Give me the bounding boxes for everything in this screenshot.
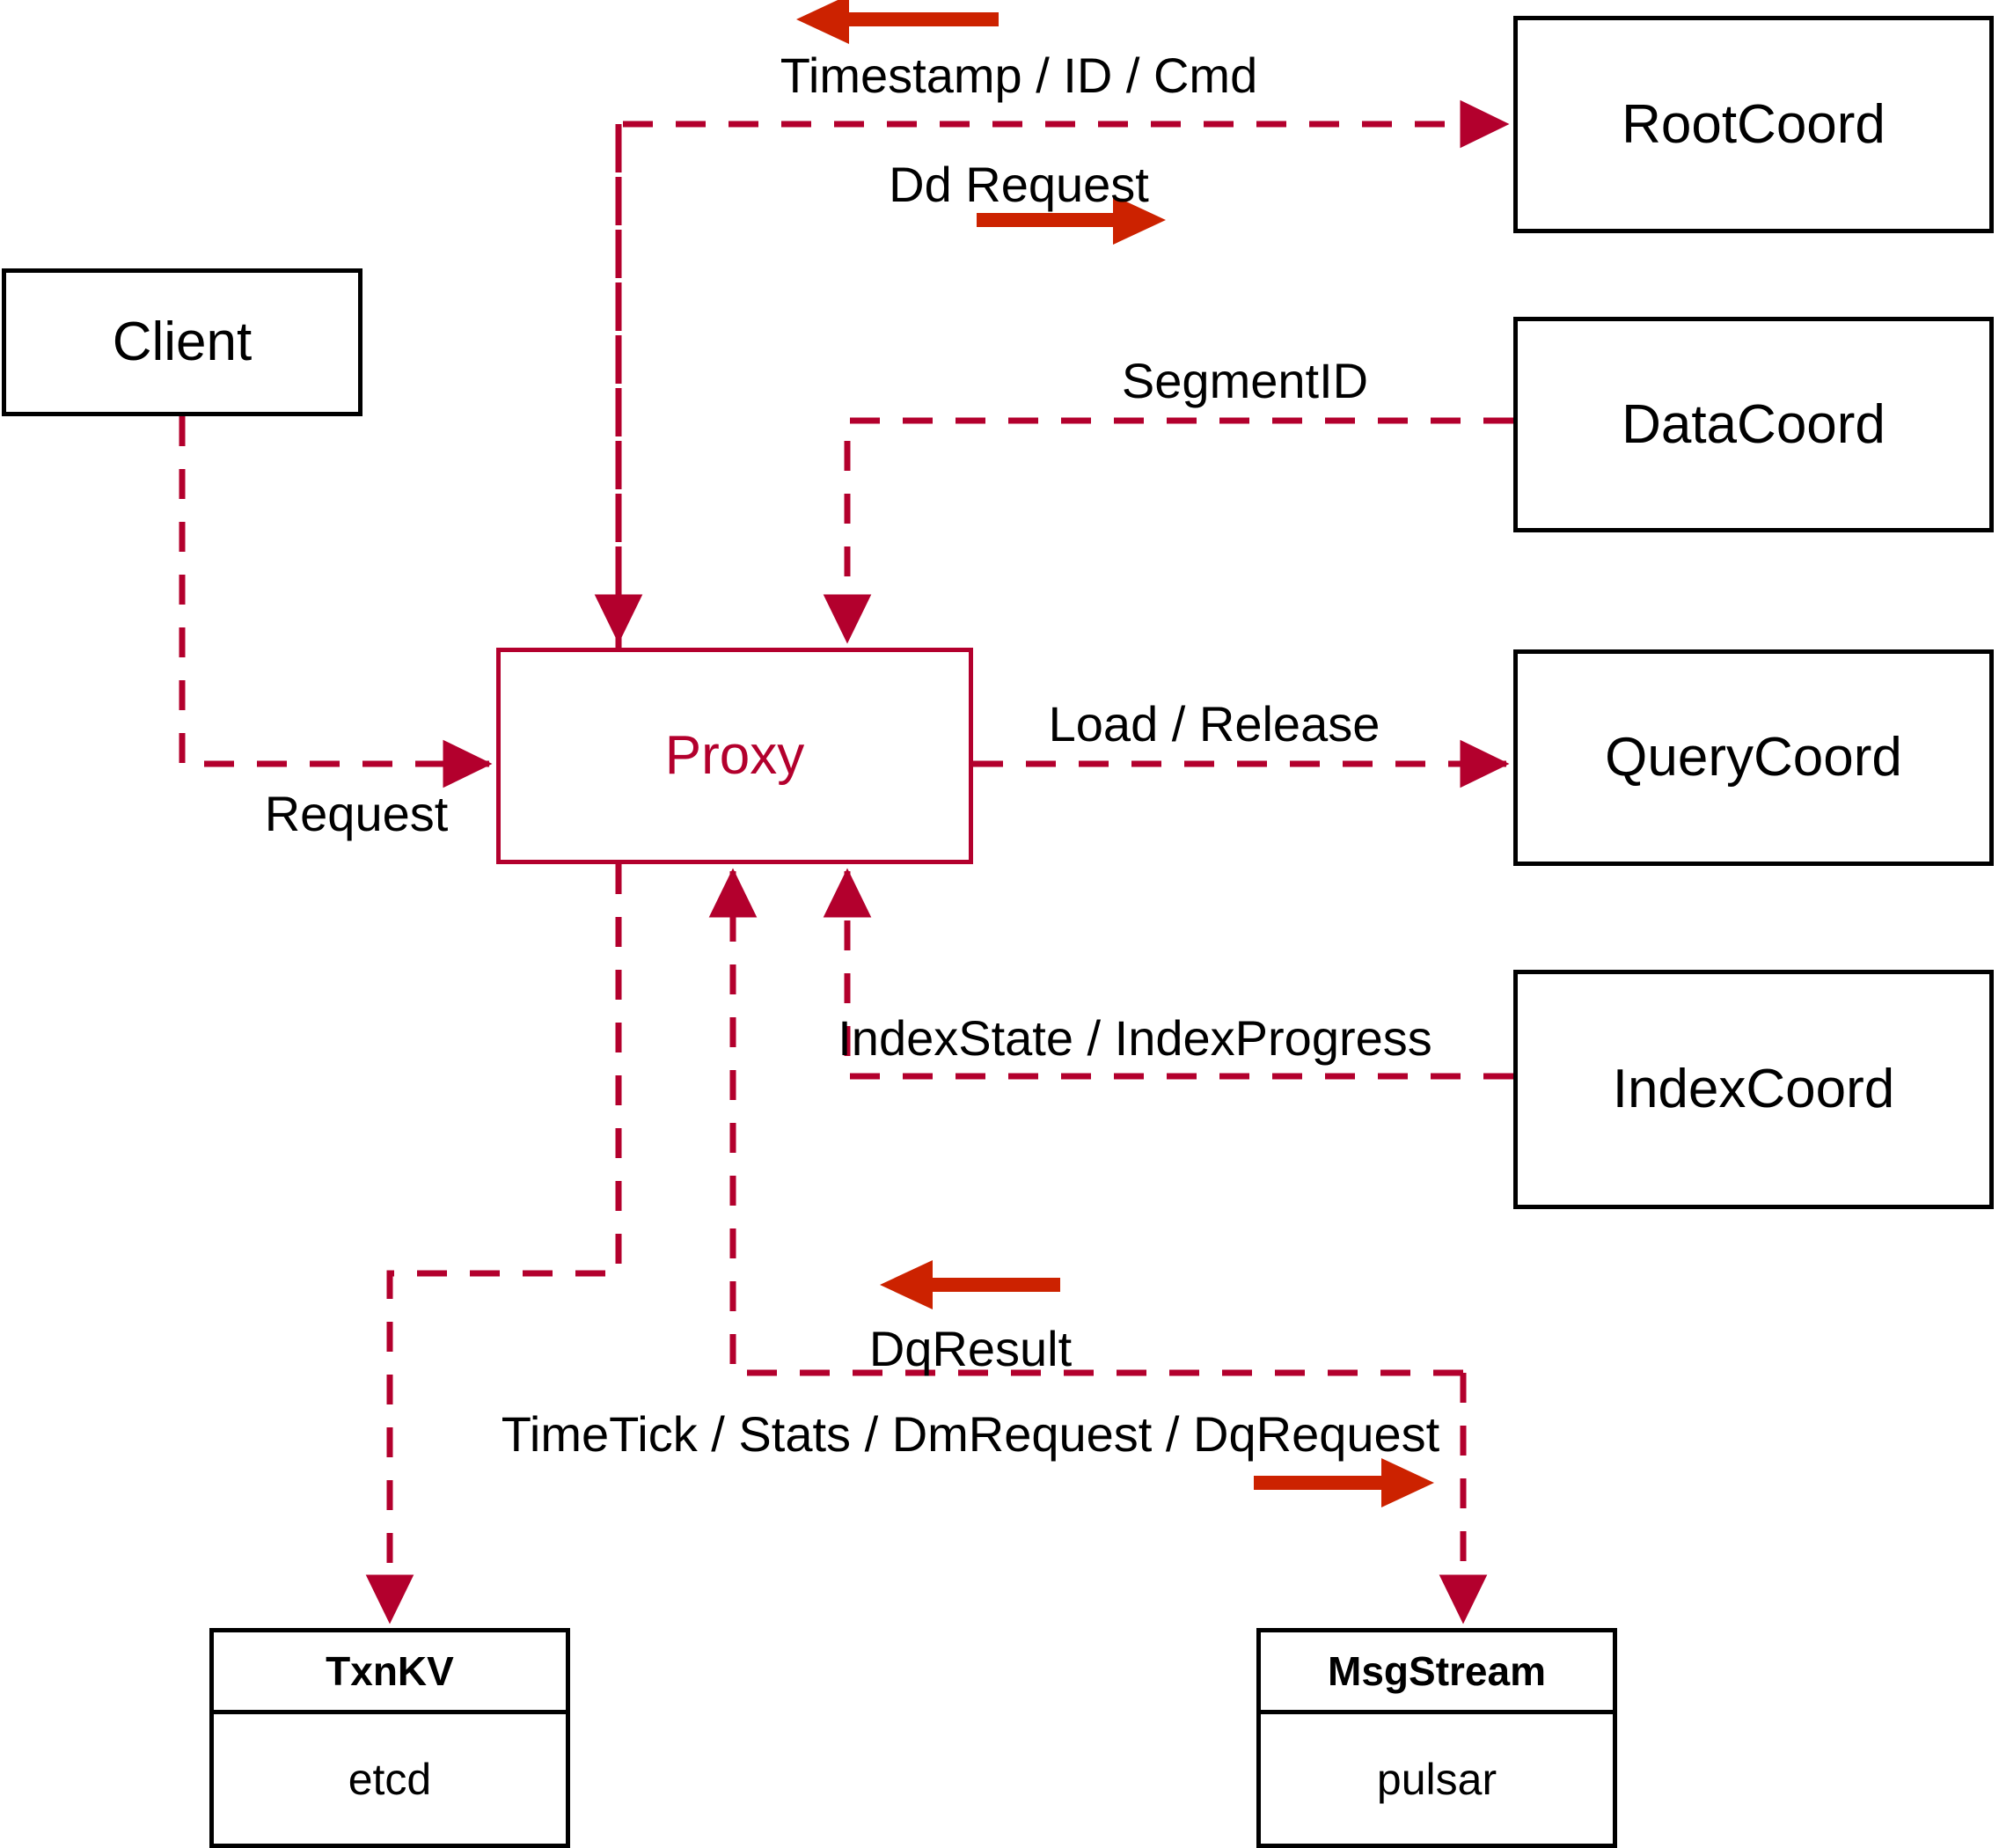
edge-label-segment-id: SegmentID: [1121, 353, 1369, 408]
node-client[interactable]: Client: [2, 268, 362, 416]
edge-client-to-proxy: [179, 416, 493, 788]
emphasis-arrow-dqresult: [880, 1260, 1060, 1309]
node-datacoord-label: DataCoord: [1622, 393, 1886, 455]
edge-label-dq-result: DqResult: [868, 1321, 1073, 1376]
emphasis-arrow-dd-request: [977, 195, 1166, 245]
emphasis-arrow-dmrequest: [1254, 1458, 1434, 1507]
edge-rootcoord-to-proxy: [615, 99, 1510, 648]
node-msgstream-header: MsgStream: [1261, 1632, 1613, 1714]
edge-msgstream-to-proxy: [708, 868, 1463, 1376]
node-msgstream[interactable]: MsgStream pulsar: [1256, 1628, 1617, 1848]
node-txnkv-body: etcd: [348, 1754, 432, 1804]
node-proxy-label: Proxy: [664, 725, 805, 786]
emphasis-arrow-timestamp: [796, 0, 999, 44]
node-txnkv[interactable]: TxnKV etcd: [209, 1628, 570, 1848]
node-datacoord[interactable]: DataCoord: [1513, 317, 1994, 532]
edge-label-dd-request: Dd Request: [889, 157, 1149, 212]
edge-label-load-release: Load / Release: [1048, 696, 1380, 752]
edge-label-request: Request: [264, 786, 449, 841]
node-querycoord-label: QueryCoord: [1605, 727, 1902, 788]
node-querycoord[interactable]: QueryCoord: [1513, 649, 1994, 866]
edge-proxy-to-txnkv: [365, 864, 622, 1624]
node-proxy[interactable]: Proxy: [496, 648, 973, 864]
edge-label-index-state-progress: IndexState / IndexProgress: [838, 1010, 1432, 1066]
edge-datacoord-to-proxy: [823, 417, 1513, 644]
node-indexcoord[interactable]: IndexCoord: [1513, 970, 1994, 1209]
node-txnkv-header: TxnKV: [214, 1632, 566, 1714]
edge-label-timestamp-id-cmd: Timestamp / ID / Cmd: [780, 48, 1258, 103]
node-msgstream-body: pulsar: [1376, 1754, 1497, 1804]
node-rootcoord[interactable]: RootCoord: [1513, 16, 1994, 233]
edge-indexcoord-to-proxy: [823, 868, 1513, 1080]
node-rootcoord-label: RootCoord: [1622, 93, 1886, 155]
node-indexcoord-label: IndexCoord: [1612, 1059, 1895, 1119]
node-client-label: Client: [112, 312, 253, 372]
edge-label-timetick-stats: TimeTick / Stats / DmRequest / DqRequest: [501, 1406, 1440, 1462]
